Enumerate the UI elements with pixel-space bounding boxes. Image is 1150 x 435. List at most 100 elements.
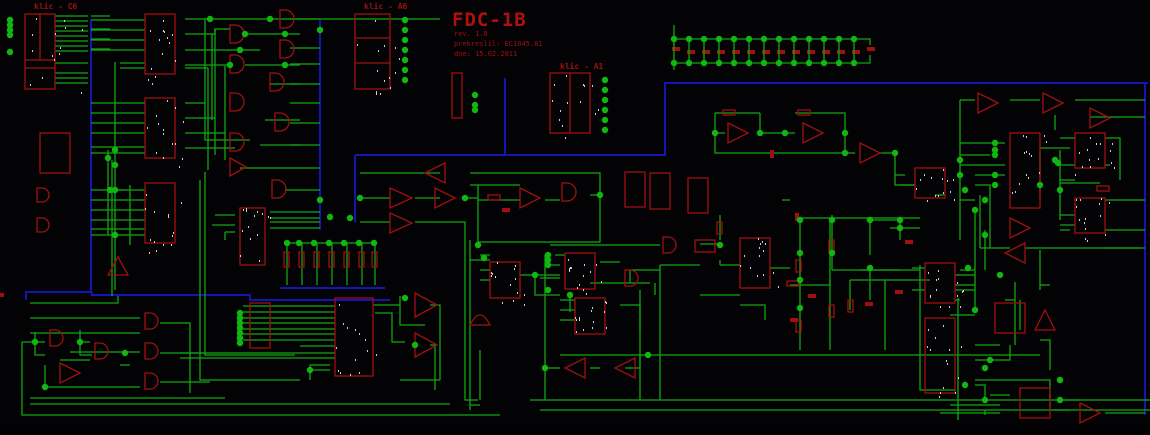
pin-speck: [760, 243, 761, 245]
pin-speck: [175, 107, 176, 109]
pin-speck: [380, 93, 381, 95]
pin-speck: [347, 327, 348, 329]
junction-dot: [326, 213, 334, 221]
pin-speck: [357, 44, 358, 46]
pin-speck: [32, 50, 33, 52]
pin-speck: [598, 109, 599, 111]
pin-speck: [376, 354, 377, 356]
pin-speck: [931, 177, 932, 179]
junction-dot: [544, 251, 552, 259]
pin-speck: [1023, 135, 1024, 137]
junction-dot: [111, 161, 119, 169]
junction-dot: [310, 239, 318, 247]
pin-speck: [377, 70, 378, 72]
ic-left: [39, 132, 71, 174]
pin-speck: [943, 325, 944, 327]
junction-dot: [316, 196, 324, 204]
junction-dot: [745, 35, 753, 43]
junction-dot: [6, 48, 14, 56]
pin-speck: [938, 270, 939, 272]
pin-speck: [579, 317, 580, 319]
junction-dot: [796, 216, 804, 224]
junction-dot: [370, 239, 378, 247]
bus-lines: [25, 20, 1148, 415]
junction-dot: [601, 126, 609, 134]
ic-dba: [334, 297, 374, 377]
junction-dot: [670, 35, 678, 43]
pin-speck: [42, 77, 43, 79]
pin-speck: [389, 77, 390, 79]
junction-dot: [685, 35, 693, 43]
pin-speck: [350, 374, 351, 376]
schematic-title: FDC-1B: [452, 9, 527, 31]
pin-speck: [515, 278, 516, 280]
pin-speck: [963, 290, 964, 292]
junction-dot: [981, 364, 989, 372]
junction-dot: [401, 294, 409, 302]
junction-dot: [401, 16, 409, 24]
pin-speck: [163, 133, 164, 135]
pin-speck: [1101, 198, 1102, 200]
ic-dm: [239, 207, 266, 266]
junction-dot: [896, 216, 904, 224]
dip-switch: [249, 302, 271, 349]
pin-speck: [567, 102, 568, 104]
junction-dot: [790, 59, 798, 67]
junction-dot: [281, 61, 289, 69]
junction-dot: [295, 239, 303, 247]
junction-dot: [971, 306, 979, 314]
pin-speck: [148, 79, 149, 81]
pin-speck: [584, 85, 585, 87]
pin-speck: [81, 92, 82, 94]
pin-speck: [1012, 192, 1013, 194]
pin-speck: [1076, 206, 1077, 208]
pin-speck: [268, 216, 269, 218]
connector-a6-label: klic - A6: [364, 2, 408, 11]
junction-dot: [566, 291, 574, 299]
junction-dot: [828, 216, 836, 224]
pin-speck: [1087, 149, 1088, 151]
pin-speck: [395, 72, 396, 74]
pin-speck: [591, 310, 592, 312]
ic-ff-3: [574, 297, 606, 335]
junction-dot: [316, 26, 324, 34]
junction-dot: [544, 256, 552, 264]
pin-speck: [399, 58, 400, 60]
pin-speck: [740, 265, 741, 267]
pin-speck: [1085, 218, 1086, 220]
junction-dot: [745, 59, 753, 67]
pin-speck: [954, 199, 955, 201]
pin-speck: [583, 275, 584, 277]
pin-speck: [744, 255, 745, 257]
pin-speck: [156, 250, 157, 252]
junction-dot: [266, 15, 274, 23]
pin-speck: [957, 282, 958, 284]
junction-dot: [461, 194, 469, 202]
junction-dot: [981, 196, 989, 204]
pin-speck: [163, 129, 164, 131]
pin-speck: [163, 20, 164, 22]
pin-speck: [1109, 202, 1110, 204]
pin-speck: [1019, 183, 1020, 185]
ic-mid: [739, 237, 771, 289]
pin-speck: [580, 101, 581, 103]
ic-ff-2: [564, 252, 596, 290]
junction-dot: [841, 129, 849, 137]
pin-speck: [1100, 143, 1101, 145]
pin-speck: [566, 75, 567, 77]
ic-right-bottom: [1019, 387, 1051, 419]
pin-speck: [172, 34, 173, 36]
pin-speck: [569, 270, 570, 272]
pin-speck: [156, 152, 157, 154]
pin-speck: [559, 119, 560, 121]
junction-dot: [346, 214, 354, 222]
pin-speck: [376, 93, 377, 95]
junction-dot: [104, 154, 112, 162]
junction-dot: [850, 59, 858, 67]
ic-dec-1: [144, 13, 176, 75]
pin-speck: [59, 53, 60, 55]
pin-speck: [560, 110, 561, 112]
pin-speck: [763, 250, 764, 252]
pin-speck: [1075, 174, 1076, 176]
pin-speck: [928, 272, 929, 274]
